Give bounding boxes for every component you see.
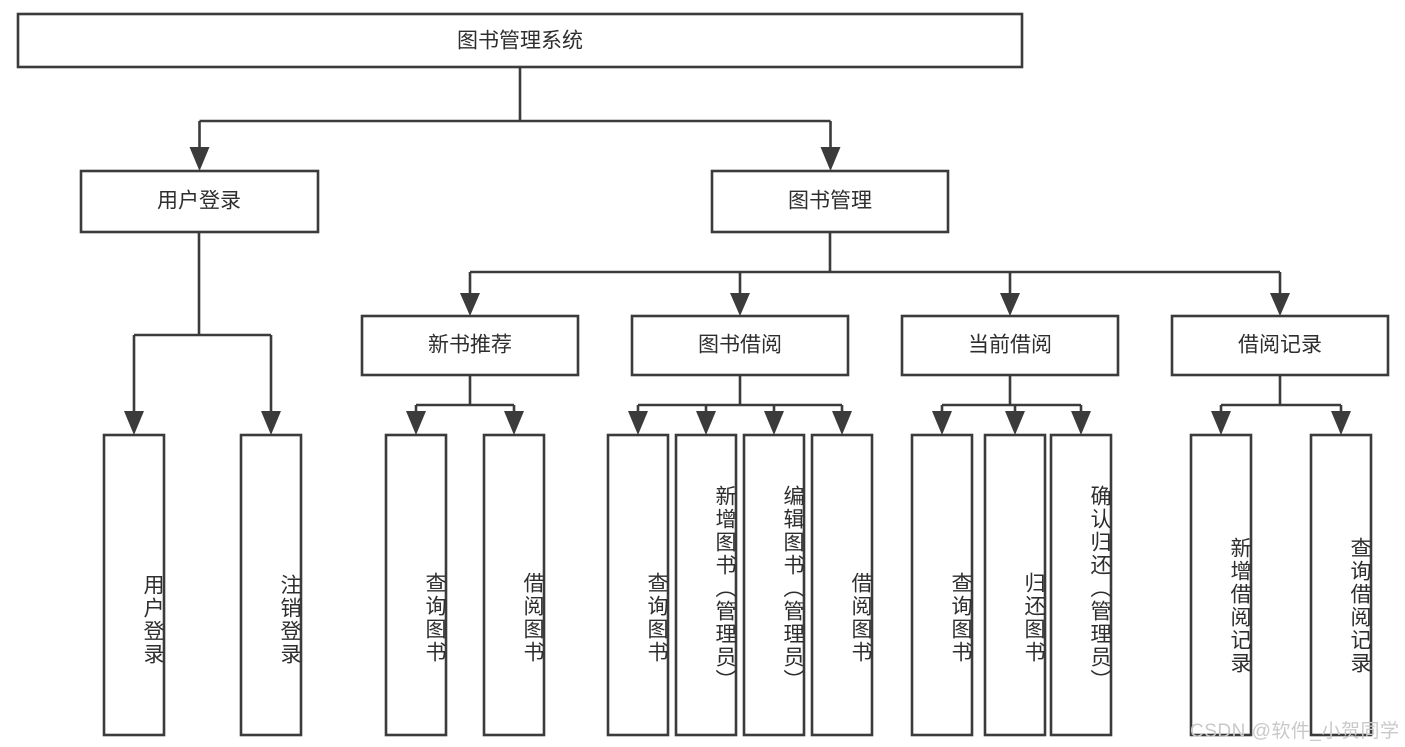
connector-group-root bbox=[189, 67, 841, 171]
node-borrow-record[interactable]: 借阅记录 bbox=[1170, 314, 1390, 377]
node-root-box[interactable] bbox=[16, 12, 1024, 69]
node-book-borrow[interactable]: 图书借阅 bbox=[630, 314, 850, 377]
connector-group-user-login bbox=[124, 232, 281, 435]
leaf-logout-box[interactable] bbox=[239, 433, 303, 737]
arrow-head-icon-leaf-borrow-book-recommend bbox=[504, 411, 524, 435]
arrow-head-icon-book-borrow bbox=[730, 293, 750, 316]
arrow-head-icon-leaf-query-book-current bbox=[932, 411, 952, 435]
leaf-return-book-box[interactable] bbox=[983, 433, 1047, 737]
leaf-add-borrow-record-box[interactable] bbox=[1189, 433, 1253, 737]
node-book-management-label: 图书管理 bbox=[788, 190, 872, 213]
arrow-head-icon-leaf-query-borrow-record bbox=[1331, 411, 1351, 435]
node-new-book-recommend[interactable]: 新书推荐 bbox=[360, 314, 580, 377]
leaf-boxes bbox=[102, 433, 1373, 737]
node-user-login[interactable]: 用户登录 bbox=[79, 169, 320, 234]
node-borrow-record-label: 借阅记录 bbox=[1238, 334, 1322, 357]
arrow-head-icon-borrow-record bbox=[1270, 293, 1290, 316]
connector-group-new-book-recommend bbox=[406, 375, 524, 435]
node-current-borrow-label: 当前借阅 bbox=[968, 334, 1052, 357]
node-new-book-recommend-box[interactable] bbox=[360, 314, 580, 377]
leaf-add-book-box[interactable] bbox=[674, 433, 738, 737]
node-root-label: 图书管理系统 bbox=[457, 30, 583, 53]
arrow-head-icon-leaf-edit-book bbox=[764, 411, 784, 435]
leaf-query-book-borrow-box[interactable] bbox=[606, 433, 670, 737]
leaf-query-book-current-box[interactable] bbox=[910, 433, 974, 737]
csdn-watermark: CSDN @软件_小贺同学 bbox=[1190, 721, 1400, 742]
arrow-head-icon-leaf-logout bbox=[261, 411, 281, 435]
node-book-management-box[interactable] bbox=[710, 169, 950, 234]
arrow-head-icon-leaf-query-book-recommend bbox=[406, 411, 426, 435]
node-borrow-record-box[interactable] bbox=[1170, 314, 1390, 377]
arrow-head-icon-leaf-borrow-book bbox=[832, 411, 852, 435]
node-current-borrow[interactable]: 当前借阅 bbox=[900, 314, 1120, 377]
leaf-query-borrow-record-box[interactable] bbox=[1309, 433, 1373, 737]
arrow-head-icon-user-login bbox=[189, 147, 210, 171]
connector-group-book-borrow bbox=[628, 375, 852, 435]
leaf-user-login-box[interactable] bbox=[102, 433, 166, 737]
node-user-login-label: 用户登录 bbox=[157, 190, 241, 213]
node-book-borrow-label: 图书借阅 bbox=[698, 334, 782, 357]
arrow-head-icon-current-borrow bbox=[1000, 293, 1020, 316]
arrow-head-icon-leaf-return-book bbox=[1005, 411, 1025, 435]
leaf-borrow-book-box[interactable] bbox=[810, 433, 874, 737]
node-new-book-recommend-label: 新书推荐 bbox=[428, 334, 512, 357]
connector-group-borrow-record bbox=[1211, 375, 1351, 435]
leaf-query-book-recommend-box[interactable] bbox=[384, 433, 448, 737]
node-book-management[interactable]: 图书管理 bbox=[710, 169, 950, 234]
node-user-login-box[interactable] bbox=[79, 169, 320, 234]
arrow-head-icon-new-book-recommend bbox=[460, 293, 480, 316]
leaf-borrow-book-recommend-box[interactable] bbox=[482, 433, 546, 737]
arrow-head-icon-leaf-add-book bbox=[696, 411, 716, 435]
connector-group-book-management bbox=[460, 232, 1290, 316]
leaf-confirm-return-box[interactable] bbox=[1049, 433, 1113, 737]
arrow-head-icon-leaf-add-borrow-record bbox=[1211, 411, 1231, 435]
node-current-borrow-box[interactable] bbox=[900, 314, 1120, 377]
node-root[interactable]: 图书管理系统 bbox=[16, 12, 1024, 69]
connector-group-current-borrow bbox=[932, 375, 1091, 435]
arrow-head-icon-book-management bbox=[820, 147, 841, 171]
arrow-head-icon-leaf-user-login bbox=[124, 411, 144, 435]
leaf-edit-book-box[interactable] bbox=[742, 433, 806, 737]
node-book-borrow-box[interactable] bbox=[630, 314, 850, 377]
arrow-head-icon-leaf-confirm-return bbox=[1071, 411, 1091, 435]
arrow-head-icon-leaf-query-book-borrow bbox=[628, 411, 648, 435]
